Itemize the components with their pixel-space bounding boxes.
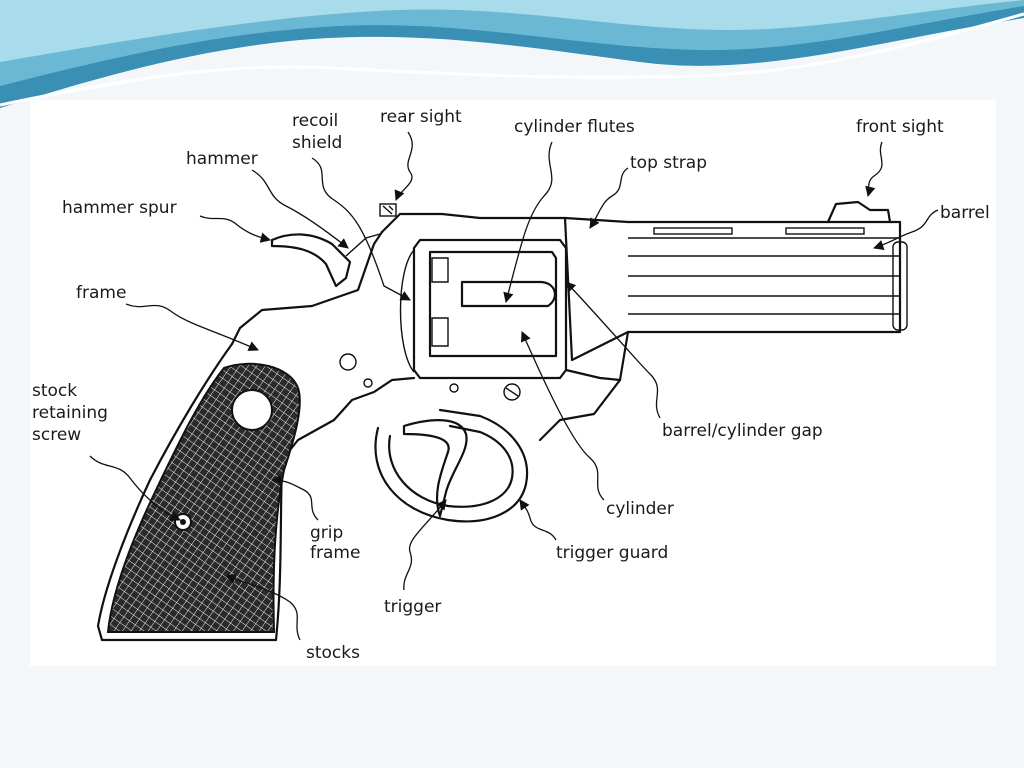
- label-trigger-guard: trigger guard: [556, 543, 668, 563]
- label-recoil-shield: recoil shield: [292, 111, 344, 153]
- revolver-drawing: [96, 200, 908, 642]
- label-barrel-cylinder-gap: barrel/cylinder gap: [662, 421, 823, 441]
- label-hammer: hammer: [186, 149, 258, 169]
- label-top-strap: top strap: [630, 153, 707, 173]
- label-stocks: stocks: [306, 643, 360, 663]
- part-labels: recoil shield rear sight cylinder flutes…: [32, 107, 990, 663]
- label-frame: frame: [76, 283, 126, 303]
- label-rear-sight: rear sight: [380, 107, 462, 127]
- label-hammer-spur: hammer spur: [62, 198, 177, 218]
- label-cylinder: cylinder: [606, 499, 674, 519]
- label-stock-retaining-screw: stock retaining screw: [32, 381, 113, 445]
- label-cylinder-flutes: cylinder flutes: [514, 117, 635, 137]
- label-barrel: barrel: [940, 203, 990, 223]
- leader-lines: [89, 131, 939, 641]
- label-trigger: trigger: [384, 597, 441, 617]
- label-front-sight: front sight: [856, 117, 944, 137]
- header-banner: [0, 0, 1024, 108]
- label-grip-frame: grip frame: [310, 523, 360, 563]
